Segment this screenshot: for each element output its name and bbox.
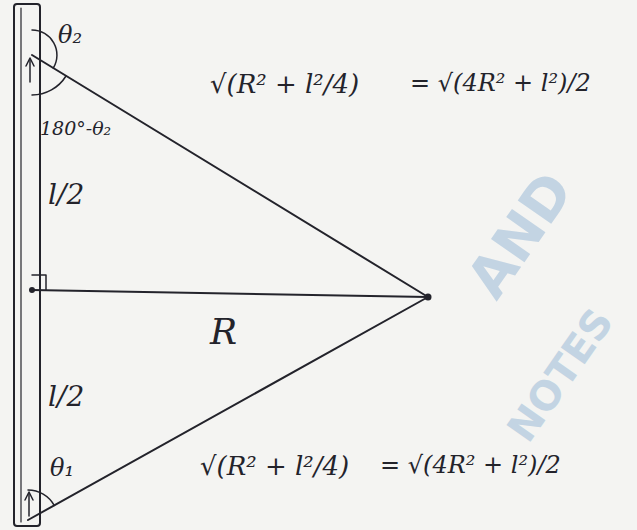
watermark: NOTES bbox=[498, 300, 622, 450]
angle-label: θ₁ bbox=[50, 454, 74, 482]
angle-arc bbox=[32, 30, 57, 68]
perpendicular-line bbox=[32, 290, 428, 297]
watermark: NOTES bbox=[499, 301, 622, 450]
angle-label: θ₂ bbox=[58, 22, 82, 48]
rod bbox=[14, 4, 40, 526]
length-label: R bbox=[210, 311, 237, 352]
field-point bbox=[425, 294, 432, 301]
distance-label: √(R² + l²/4) bbox=[200, 452, 349, 481]
length-label: R bbox=[210, 312, 237, 352]
angle-label: 180°-θ₂ bbox=[40, 118, 111, 139]
angle-label: 180°-θ₂ bbox=[40, 117, 111, 139]
angle-label: θ₂ bbox=[58, 21, 82, 49]
upper-line bbox=[32, 55, 428, 297]
arrow-mark bbox=[28, 494, 30, 516]
length-label: l/2 bbox=[48, 178, 84, 211]
right-angle-mark bbox=[32, 275, 46, 290]
length-label: l/2 bbox=[48, 380, 84, 413]
angle-arc bbox=[32, 76, 66, 95]
distance-label: = √(4R² + l²)/2 bbox=[410, 69, 591, 97]
watermark: AND bbox=[454, 160, 586, 309]
distance-label: = √(4R² + l²)/2 bbox=[410, 70, 591, 96]
arrow-mark bbox=[29, 60, 31, 82]
arrow-mark bbox=[25, 492, 33, 500]
distance-label: √(R² + l²/4) bbox=[210, 69, 359, 99]
lower-line bbox=[28, 297, 428, 520]
angle-label: θ₁ bbox=[50, 455, 74, 481]
arrow-mark bbox=[26, 58, 34, 66]
length-label: l/2 bbox=[48, 382, 84, 413]
distance-label: = √(4R² + l²)/2 bbox=[380, 452, 561, 478]
watermark: AND bbox=[456, 161, 585, 308]
rod-edge bbox=[20, 8, 21, 522]
distance-label: √(R² + l²/4) bbox=[200, 451, 349, 481]
midpoint-dot bbox=[29, 287, 35, 293]
distance-label: √(R² + l²/4) bbox=[210, 70, 359, 99]
length-label: l/2 bbox=[48, 180, 84, 211]
distance-label: = √(4R² + l²)/2 bbox=[380, 451, 561, 479]
